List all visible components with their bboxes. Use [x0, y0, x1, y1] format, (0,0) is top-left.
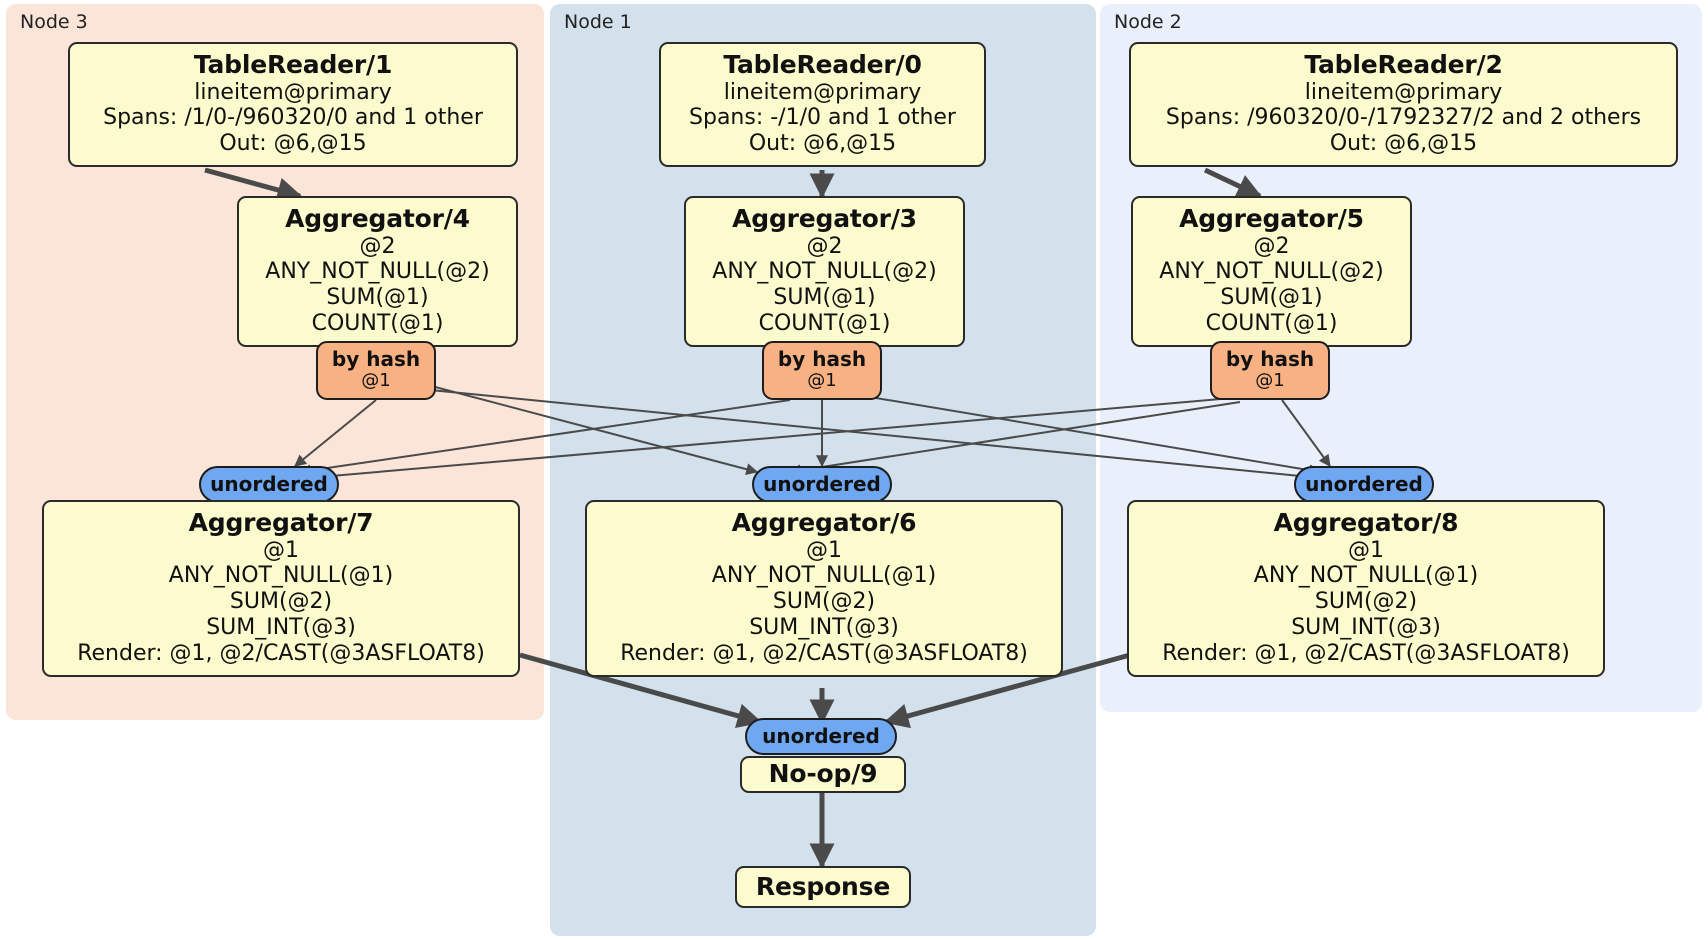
processor-line: @2	[806, 233, 843, 259]
badge-title: unordered	[762, 724, 880, 749]
processor-title: TableReader/0	[723, 50, 922, 79]
processor-line: ANY_NOT_NULL(@1)	[1253, 563, 1479, 589]
processor-aggregator-7[interactable]: Aggregator/7 @1 ANY_NOT_NULL(@1) SUM(@2)…	[42, 500, 520, 678]
processor-line: ANY_NOT_NULL(@1)	[168, 563, 394, 589]
processor-title: Aggregator/7	[188, 508, 374, 537]
badge-by-hash-right[interactable]: by hash @1	[1210, 341, 1330, 400]
processor-line: lineitem@primary	[1304, 79, 1503, 105]
badge-subtitle: @1	[807, 369, 837, 391]
badge-by-hash-middle[interactable]: by hash @1	[762, 341, 882, 400]
processor-response[interactable]: Response	[735, 866, 911, 908]
processor-title: Aggregator/5	[1179, 204, 1364, 233]
processor-line: ANY_NOT_NULL(@2)	[712, 259, 937, 285]
processor-title: Response	[755, 871, 891, 901]
processor-line: Render: @1, @2/CAST(@3ASFLOAT8)	[77, 641, 485, 667]
badge-title: by hash	[331, 347, 421, 372]
badge-unordered-left[interactable]: unordered	[199, 466, 339, 503]
processor-aggregator-5[interactable]: Aggregator/5 @2 ANY_NOT_NULL(@2) SUM(@1)…	[1131, 196, 1412, 348]
processor-line: Render: @1, @2/CAST(@3ASFLOAT8)	[620, 641, 1028, 667]
badge-unordered-right[interactable]: unordered	[1294, 466, 1434, 503]
processor-noop-9[interactable]: No-op/9	[740, 756, 906, 793]
badge-title: unordered	[763, 472, 881, 497]
processor-title: TableReader/1	[193, 50, 393, 79]
processor-line: SUM(@2)	[1314, 589, 1418, 615]
processor-line: Out: @6,@15	[1329, 131, 1478, 157]
processor-line: @2	[1253, 233, 1290, 259]
processor-line: lineitem@primary	[723, 79, 922, 105]
processor-title: TableReader/2	[1304, 50, 1503, 79]
processor-line: SUM(@2)	[772, 589, 876, 615]
processor-title: Aggregator/6	[731, 508, 917, 537]
processor-line: SUM(@1)	[773, 285, 876, 311]
badge-title: by hash	[1225, 347, 1315, 372]
processor-aggregator-6[interactable]: Aggregator/6 @1 ANY_NOT_NULL(@1) SUM(@2)…	[585, 500, 1063, 678]
badge-unordered-middle[interactable]: unordered	[752, 466, 892, 503]
processor-line: Render: @1, @2/CAST(@3ASFLOAT8)	[1162, 641, 1570, 667]
node-panel-label-node3: Node 3	[20, 11, 88, 33]
processor-line: Spans: -/1/0 and 1 other	[689, 105, 956, 131]
processor-line: ANY_NOT_NULL(@1)	[711, 563, 937, 589]
processor-line: SUM(@1)	[1220, 285, 1323, 311]
processor-line: ANY_NOT_NULL(@2)	[1159, 259, 1384, 285]
processor-line: COUNT(@1)	[1205, 311, 1338, 337]
processor-line: @1	[1348, 537, 1384, 563]
processor-tablereader-1[interactable]: TableReader/1 lineitem@primary Spans: /1…	[68, 42, 518, 168]
processor-line: COUNT(@1)	[758, 311, 891, 337]
badge-title: unordered	[1305, 472, 1423, 497]
badge-subtitle: @1	[361, 369, 391, 391]
processor-line: @2	[359, 233, 396, 259]
processor-line: Spans: /960320/0-/1792327/2 and 2 others	[1165, 105, 1642, 131]
processor-line: COUNT(@1)	[311, 311, 444, 337]
processor-line: SUM(@1)	[326, 285, 429, 311]
badge-title: by hash	[777, 347, 867, 372]
processor-aggregator-4[interactable]: Aggregator/4 @2 ANY_NOT_NULL(@2) SUM(@1)…	[237, 196, 518, 348]
processor-title: Aggregator/4	[285, 204, 470, 233]
badge-title: unordered	[210, 472, 328, 497]
badge-by-hash-left[interactable]: by hash @1	[316, 341, 436, 400]
processor-tablereader-2[interactable]: TableReader/2 lineitem@primary Spans: /9…	[1129, 42, 1678, 168]
processor-tablereader-0[interactable]: TableReader/0 lineitem@primary Spans: -/…	[659, 42, 986, 168]
node-panel-label-node1: Node 1	[564, 11, 632, 33]
processor-title: Aggregator/8	[1273, 508, 1459, 537]
processor-line: SUM_INT(@3)	[1291, 615, 1441, 641]
processor-line: Out: @6,@15	[219, 131, 367, 157]
processor-line: SUM_INT(@3)	[749, 615, 899, 641]
processor-title: No-op/9	[768, 759, 878, 789]
node-panel-label-node2: Node 2	[1114, 11, 1182, 33]
badge-subtitle: @1	[1255, 369, 1285, 391]
processor-line: lineitem@primary	[194, 79, 392, 105]
processor-line: ANY_NOT_NULL(@2)	[265, 259, 490, 285]
processor-line: SUM_INT(@3)	[206, 615, 356, 641]
processor-line: @1	[263, 537, 299, 563]
badge-unordered-final[interactable]: unordered	[745, 718, 897, 755]
processor-aggregator-3[interactable]: Aggregator/3 @2 ANY_NOT_NULL(@2) SUM(@1)…	[684, 196, 965, 348]
processor-title: Aggregator/3	[732, 204, 917, 233]
processor-line: SUM(@2)	[229, 589, 333, 615]
processor-line: @1	[806, 537, 842, 563]
processor-aggregator-8[interactable]: Aggregator/8 @1 ANY_NOT_NULL(@1) SUM(@2)…	[1127, 500, 1605, 678]
processor-line: Spans: /1/0-/960320/0 and 1 other	[103, 105, 483, 131]
processor-line: Out: @6,@15	[748, 131, 897, 157]
